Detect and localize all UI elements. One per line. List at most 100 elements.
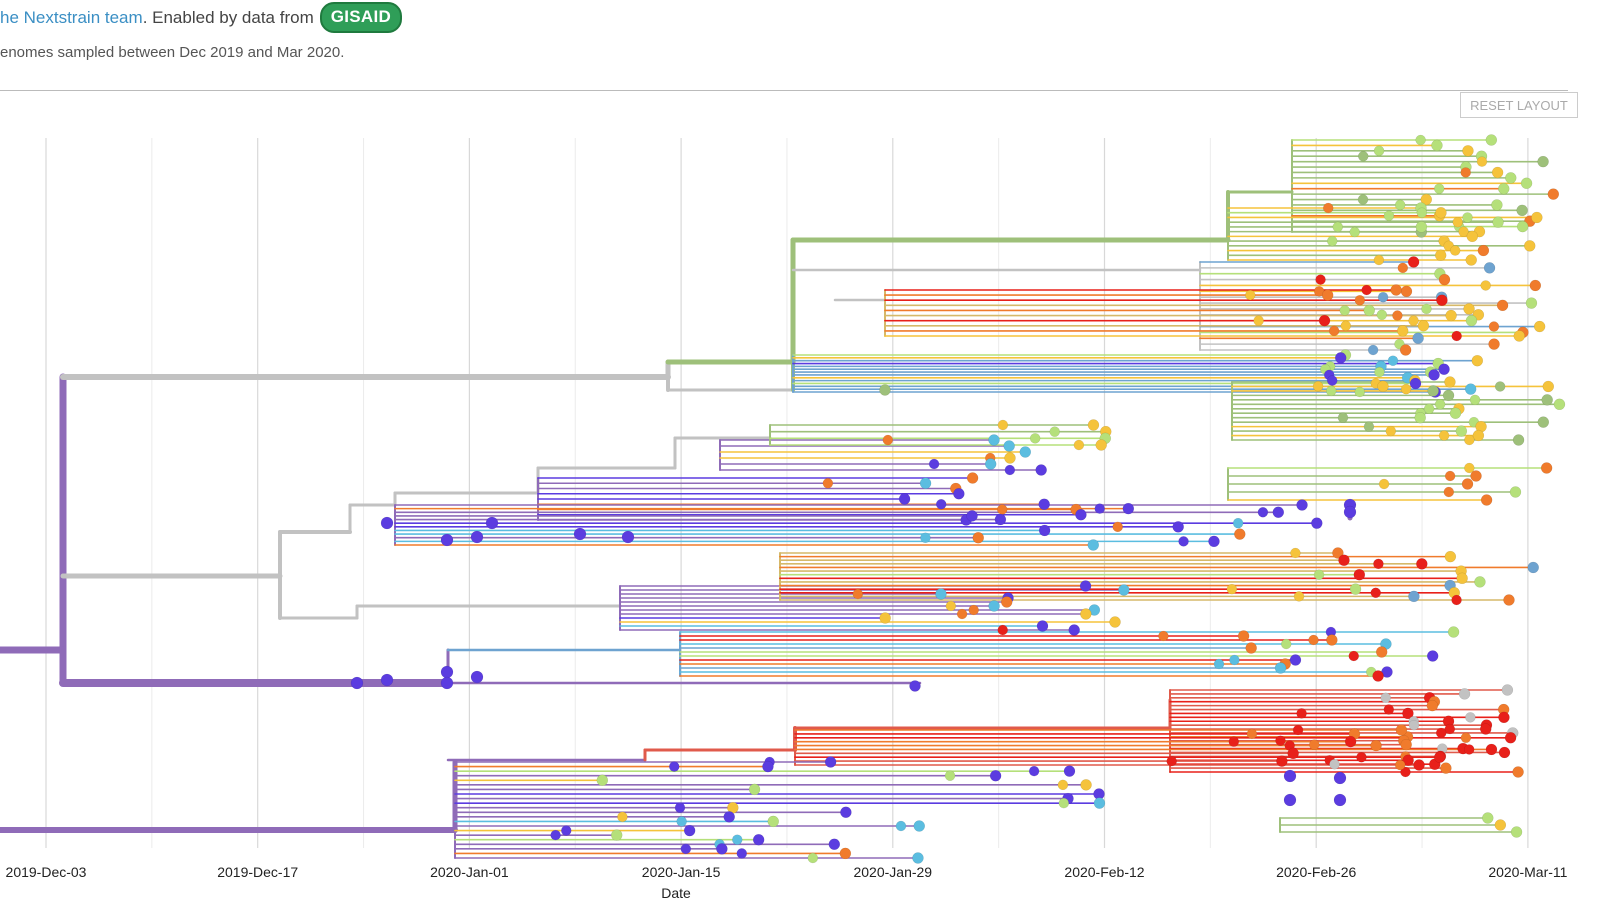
tip-node[interactable]	[1408, 719, 1420, 731]
tip-node[interactable]	[1527, 561, 1539, 574]
tip-node[interactable]	[953, 488, 965, 500]
tip-node[interactable]	[1383, 704, 1395, 715]
tip-node[interactable]	[988, 600, 1000, 612]
tip-node[interactable]	[1512, 766, 1524, 778]
tip-node[interactable]	[1373, 254, 1385, 266]
tip-node[interactable]	[1356, 751, 1367, 763]
tip-node[interactable]	[1321, 289, 1334, 301]
tip-node[interactable]	[1451, 594, 1462, 606]
tip-node[interactable]	[1505, 172, 1517, 184]
tip-node[interactable]	[1057, 779, 1069, 791]
tip-node[interactable]	[1392, 310, 1403, 321]
tip-node[interactable]	[1283, 769, 1297, 783]
tip-node[interactable]	[1003, 440, 1015, 452]
tip-node[interactable]	[1049, 426, 1060, 437]
tip-node[interactable]	[994, 513, 1007, 526]
tip-node[interactable]	[1455, 425, 1468, 437]
tip-node[interactable]	[1433, 183, 1445, 194]
tip-node[interactable]	[1380, 692, 1391, 704]
tip-node[interactable]	[1245, 642, 1257, 654]
tip-node[interactable]	[1471, 354, 1484, 367]
tip-node[interactable]	[1470, 470, 1482, 482]
tip-node[interactable]	[1440, 762, 1452, 774]
tip-node[interactable]	[1293, 591, 1305, 602]
tip-node[interactable]	[1390, 284, 1402, 296]
tip-node[interactable]	[1529, 279, 1542, 292]
tip-node[interactable]	[1477, 244, 1490, 257]
tip-node[interactable]	[1376, 309, 1388, 321]
tip-node[interactable]	[1004, 464, 1016, 476]
reset-layout-button[interactable]: RESET LAYOUT	[1460, 92, 1578, 118]
tip-node[interactable]	[1482, 812, 1494, 824]
tip-node[interactable]	[1553, 398, 1566, 411]
tip-node[interactable]	[485, 516, 499, 530]
tip-node[interactable]	[1408, 590, 1420, 603]
tip-node[interactable]	[1296, 708, 1307, 719]
tip-node[interactable]	[822, 478, 834, 489]
tip-node[interactable]	[1122, 502, 1135, 515]
tip-node[interactable]	[1374, 366, 1385, 378]
tip-node[interactable]	[935, 588, 947, 600]
tip-node[interactable]	[1442, 389, 1455, 402]
tip-node[interactable]	[380, 673, 394, 687]
tip-node[interactable]	[470, 530, 484, 544]
tip-node[interactable]	[1426, 699, 1439, 712]
tip-node[interactable]	[683, 824, 696, 837]
tip-node[interactable]	[1451, 330, 1462, 342]
tip-node[interactable]	[1029, 433, 1041, 444]
tip-node[interactable]	[1038, 524, 1051, 537]
tip-node[interactable]	[1409, 377, 1422, 390]
tip-node[interactable]	[1460, 732, 1472, 744]
tip-node[interactable]	[1462, 212, 1473, 223]
tip-node[interactable]	[610, 829, 623, 841]
tip-node[interactable]	[1491, 166, 1504, 179]
tip-node[interactable]	[716, 843, 728, 855]
tip-node[interactable]	[1408, 315, 1419, 326]
tip-node[interactable]	[550, 829, 561, 841]
tip-node[interactable]	[1112, 521, 1123, 533]
tip-node[interactable]	[1340, 320, 1352, 332]
tip-node[interactable]	[840, 806, 852, 819]
tip-node[interactable]	[898, 493, 911, 505]
tip-node[interactable]	[1245, 289, 1256, 301]
tip-node[interactable]	[668, 761, 680, 772]
tip-node[interactable]	[1087, 539, 1100, 551]
tip-node[interactable]	[1394, 199, 1406, 211]
tip-node[interactable]	[1414, 411, 1426, 424]
tip-node[interactable]	[1480, 280, 1491, 291]
tip-node[interactable]	[1399, 344, 1412, 356]
tip-node[interactable]	[839, 847, 852, 860]
tip-node[interactable]	[1383, 210, 1395, 222]
tip-node[interactable]	[1370, 587, 1381, 599]
tip-node[interactable]	[1456, 572, 1468, 585]
tip-node[interactable]	[1444, 470, 1456, 482]
tip-node[interactable]	[748, 783, 761, 796]
tip-node[interactable]	[1533, 320, 1546, 333]
tip-node[interactable]	[1438, 430, 1450, 441]
tip-node[interactable]	[1063, 765, 1076, 777]
tip-node[interactable]	[1395, 724, 1408, 736]
tip-node[interactable]	[1073, 439, 1085, 451]
tip-node[interactable]	[1333, 793, 1347, 807]
tip-node[interactable]	[984, 458, 997, 470]
tip-node[interactable]	[1512, 434, 1525, 446]
tip-node[interactable]	[1540, 462, 1553, 474]
tip-node[interactable]	[1513, 330, 1526, 342]
tip-node[interactable]	[1058, 797, 1070, 809]
tip-node[interactable]	[1343, 505, 1357, 519]
tip-node[interactable]	[807, 852, 819, 864]
tip-node[interactable]	[1228, 736, 1240, 747]
tip-node[interactable]	[1349, 226, 1360, 238]
tip-node[interactable]	[912, 852, 924, 864]
tip-node[interactable]	[561, 825, 572, 836]
tip-node[interactable]	[1523, 240, 1536, 252]
tip-node[interactable]	[1503, 594, 1515, 606]
tip-node[interactable]	[1253, 315, 1264, 326]
tip-node[interactable]	[1416, 558, 1428, 570]
tip-node[interactable]	[1465, 712, 1476, 723]
tip-node[interactable]	[380, 516, 394, 530]
tip-node[interactable]	[1531, 211, 1543, 224]
tip-node[interactable]	[1095, 439, 1107, 451]
tip-node[interactable]	[1357, 194, 1369, 205]
